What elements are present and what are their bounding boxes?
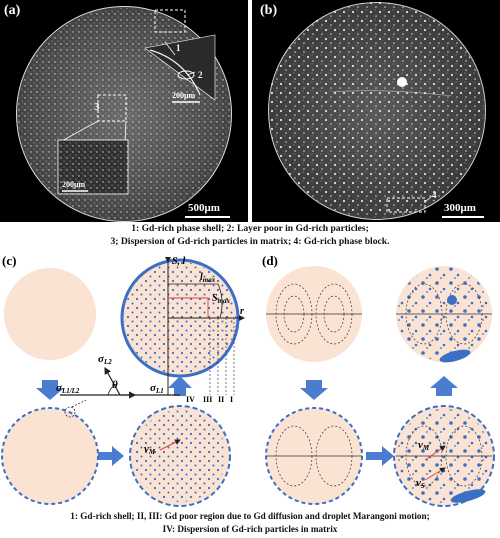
roi-box-top: [154, 9, 186, 33]
marker-4: 4: [432, 190, 437, 200]
sigma-l1-label: σL1: [150, 382, 164, 395]
region-label-ii: II: [218, 395, 224, 404]
axis-s-l-label: S, l: [172, 256, 186, 267]
panel-label-d: (d): [262, 253, 278, 268]
roi-box-4: [386, 197, 426, 213]
arrow-right-c: [96, 446, 124, 466]
l-max-label: lmax: [200, 272, 216, 284]
theta-label: θ: [112, 379, 118, 391]
arrow-down-c: [36, 380, 64, 400]
micrograph-a: (a) 1 2 3 200μm 200μm 500μm: [0, 0, 248, 222]
micrograph-b-overlay: [268, 2, 484, 218]
inset-scale-label-2: 200μm: [62, 180, 86, 189]
inset-scale-label-1: 200μm: [172, 91, 196, 100]
region-label-i: I: [230, 395, 233, 404]
marker-3: 3: [94, 101, 100, 113]
panel-label-b: (b): [260, 3, 278, 18]
panel-label-c: (c): [2, 253, 16, 268]
roi-box-3: [97, 94, 127, 122]
marker-2: 2: [198, 70, 203, 80]
droplet-c2: [1, 407, 99, 505]
r-axis-label: r: [240, 306, 244, 317]
velocity-s-label-d: vS: [416, 477, 425, 490]
arrow-up-c: [168, 376, 192, 396]
velocity-m-label-d: vM: [418, 439, 430, 452]
s-max-label: Smax: [212, 293, 231, 305]
marker-1: 1: [176, 43, 181, 53]
caption-bottom-line2: IV: Dispersion of Gd-rich particles in m…: [162, 524, 338, 534]
micrograph-a-overlay: [18, 8, 230, 220]
scale-bar-label-b: 300μm: [444, 202, 476, 214]
scale-bar-label-a: 500μm: [188, 202, 220, 214]
region-label-iii: III: [203, 395, 212, 404]
caption-bottom-line1: 1: Gd-rich shell; II, III: Gd poor regio…: [70, 511, 430, 521]
inset-top: [144, 34, 216, 101]
arrow-right-d: [366, 446, 394, 466]
micrograph-b: (b) 4 300μm: [252, 0, 500, 222]
sigma-l1l2-label: σL1/L2: [56, 382, 80, 395]
droplet-d2: [265, 407, 363, 505]
region-label-iv: IV: [186, 395, 195, 404]
arrow-down-d: [300, 380, 328, 400]
droplet-d3: [393, 405, 495, 507]
arrow-up-d: [430, 376, 458, 396]
sigma-l2-label: σL2: [98, 353, 112, 366]
panel-label-a: (a): [4, 3, 21, 18]
caption-top-line2: 3; Dispersion of Gd-rich particles in ma…: [110, 236, 390, 247]
caption-top-line1: 1: Gd-rich phase shell; 2: Layer poor in…: [131, 223, 369, 234]
droplet-d1: [266, 266, 362, 362]
droplet-d4: [396, 266, 492, 363]
droplet-c1: [4, 268, 96, 360]
velocity-label-c: vM: [144, 443, 156, 456]
